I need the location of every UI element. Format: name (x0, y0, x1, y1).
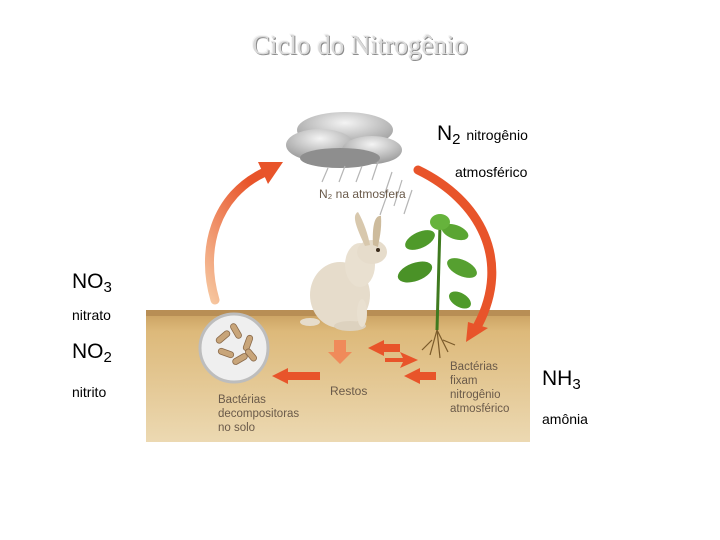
no2-symbol: NO (72, 340, 104, 363)
rabbit-icon (300, 212, 387, 331)
no3-subscript: 3 (103, 279, 112, 296)
n2-subscript: 2 (452, 131, 461, 148)
no2-label: NO2 (72, 340, 112, 366)
rain (321, 161, 413, 216)
fixing-bacteria-text: Bactérias fixam nitrogênio atmosférico (450, 361, 509, 415)
n2-label: N2 nitrogênio (437, 122, 528, 148)
arrowhead-left (258, 162, 283, 184)
no2-name: nitrito (72, 384, 107, 400)
svg-text:nitrogênio: nitrogênio (450, 389, 501, 401)
soil-arrows (272, 340, 436, 384)
decomposer-bacteria-icon (198, 312, 270, 384)
diagram-title: Ciclo do Nitrogênio (252, 30, 468, 60)
no3-name: nitrato (72, 307, 111, 323)
nh3-name: amônia (542, 411, 588, 427)
svg-text:fixam: fixam (450, 375, 477, 387)
svg-text:atmosférico: atmosférico (450, 403, 509, 415)
arc-arrow-right (413, 165, 497, 330)
svg-text:decompositoras: decompositoras (218, 408, 299, 420)
decomposer-bacteria-text: Bactérias decompositoras no solo (218, 394, 299, 434)
arrowhead-right (466, 322, 488, 342)
plant-icon (397, 214, 477, 359)
no3-label: NO3 (72, 270, 112, 296)
no2-subscript: 2 (103, 349, 112, 366)
n2-name-line1: nitrogênio (466, 127, 528, 143)
n2-symbol: N (437, 122, 453, 145)
remains-text: Restos (330, 384, 367, 398)
svg-text:Bactérias: Bactérias (450, 361, 498, 373)
nh3-symbol: NH (542, 367, 573, 390)
atmosphere-text: N₂ na atmosfera (319, 187, 406, 201)
svg-text:no solo: no solo (218, 422, 255, 434)
nh3-label: NH3 (542, 367, 581, 393)
n2-name-line2: atmosférico (455, 164, 528, 180)
cloud-icon (286, 112, 402, 168)
svg-text:Bactérias: Bactérias (218, 394, 266, 406)
arc-arrow-left (204, 167, 270, 305)
no3-symbol: NO (72, 270, 104, 293)
nh3-subscript: 3 (572, 376, 581, 393)
